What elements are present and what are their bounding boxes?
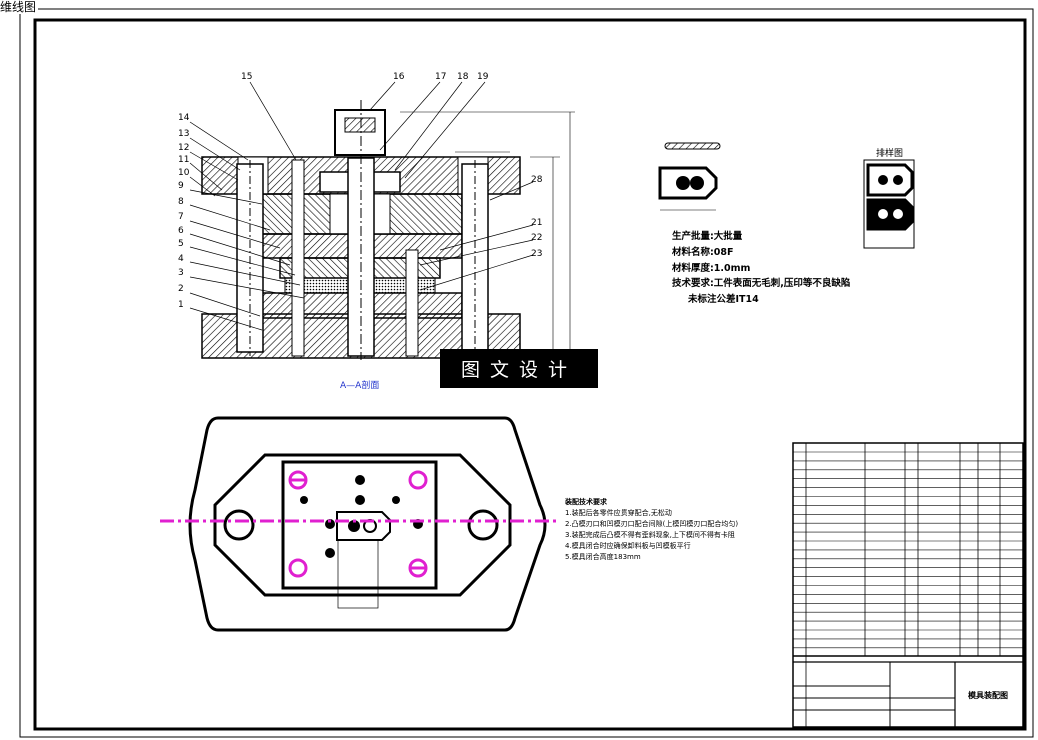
tolerance-text: 未标注公差IT14	[688, 294, 759, 305]
section-caption: A—A剖面	[340, 381, 380, 391]
batch-text: 生产批量:大批量	[672, 231, 743, 242]
part-number-15: 15	[241, 72, 253, 82]
strip-layout	[863, 159, 915, 249]
part-number-11: 11	[178, 155, 190, 165]
assembly-req-item: 5.模具闭合高度183mm	[565, 553, 641, 561]
part-number-2: 2	[178, 284, 184, 294]
thickness-text: 材料厚度:1.0mm	[672, 263, 751, 274]
part-number-8: 8	[178, 197, 184, 207]
assembly-req-item: 1.装配后各零件应贯穿配合,无松动	[565, 509, 672, 517]
part-drawing	[658, 142, 721, 211]
assembly-req-item: 2.凸模刃口和凹模刃口配合间隙(上模凹模刃口配合均匀)	[565, 520, 739, 528]
part-number-16: 16	[393, 72, 405, 82]
tech-req-text: 技术要求:工件表面无毛刺,压印等不良缺陷	[672, 278, 851, 289]
part-number-19: 19	[477, 72, 489, 82]
inner-frame	[33, 18, 1027, 731]
title-block	[792, 442, 1024, 728]
part-number-23: 23	[531, 249, 543, 259]
material-text: 材料名称:08F	[672, 247, 734, 258]
part-number-14: 14	[178, 113, 190, 123]
part-number-1: 1	[178, 300, 184, 310]
part-number-6: 6	[178, 226, 184, 236]
outer-frame	[19, 8, 1034, 738]
assembly-req-title: 装配技术要求	[565, 498, 607, 506]
part-number-22: 22	[531, 233, 543, 243]
plan-view	[160, 416, 560, 632]
part-number-28: 28	[531, 175, 543, 185]
part-number-12: 12	[178, 143, 190, 153]
part-number-10: 10	[178, 168, 190, 178]
assembly-req-item: 3.装配完成后凸模不得有歪斜现象,上下模间不得有卡阻	[565, 531, 735, 539]
part-number-4: 4	[178, 254, 184, 264]
strip-layout-label: 排样图	[876, 149, 904, 159]
part-number-18: 18	[457, 72, 469, 82]
part-number-21: 21	[531, 218, 543, 228]
section-view	[201, 100, 575, 360]
drawing-title: 模具装配图	[968, 691, 1008, 700]
sheet-corner-title: 维线图	[0, 0, 39, 14]
watermark-label: 图文设计	[440, 349, 598, 388]
leader-lines	[189, 81, 534, 331]
part-number-9: 9	[178, 181, 184, 191]
part-number-13: 13	[178, 129, 190, 139]
part-number-7: 7	[178, 212, 184, 222]
part-number-3: 3	[178, 268, 184, 278]
part-number-5: 5	[178, 239, 184, 249]
part-number-17: 17	[435, 72, 447, 82]
assembly-req-item: 4.模具闭合时应确保卸料板与凹模板平行	[565, 542, 691, 550]
